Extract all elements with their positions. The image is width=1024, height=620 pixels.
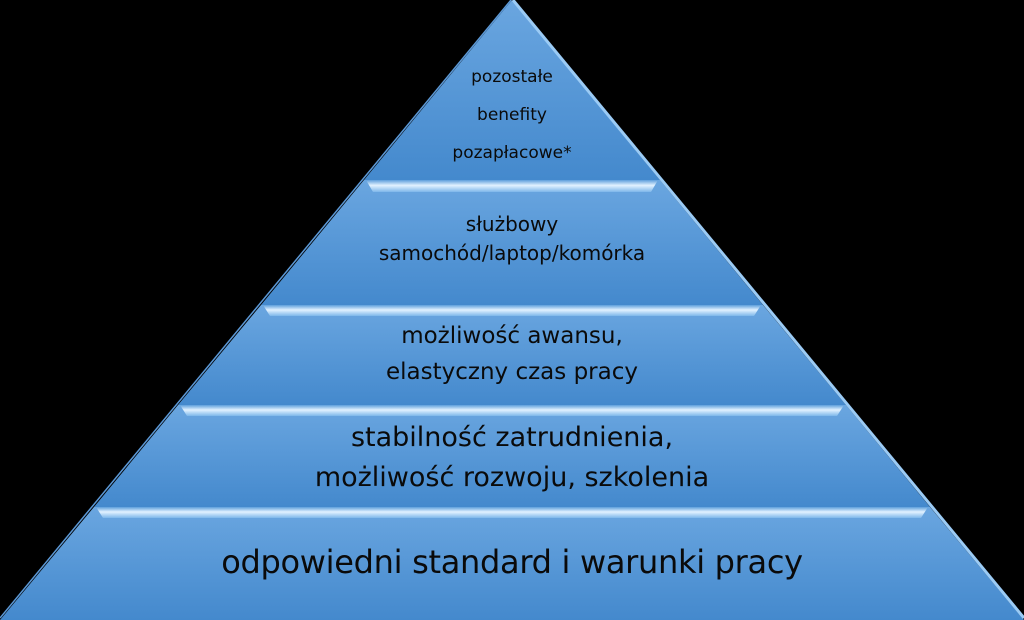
tier-4-line-1: służbowy (465, 212, 559, 236)
tier-1-line-1: odpowiedni standard i warunki pracy (221, 543, 803, 581)
tier-3-line-2: elastyczny czas pracy (386, 359, 638, 385)
pyramid-right-edge (511, 0, 1024, 619)
tier-3-line-1: możliwość awansu, (401, 323, 623, 349)
tier-5-line-2: benefity (477, 105, 547, 125)
pyramid-tier-1 (0, 507, 1024, 620)
tier-2-line-2: możliwość rozwoju, szkolenia (314, 462, 710, 493)
tier-3-label: możliwość awansu, elastyczny czas pracy (0, 318, 1024, 390)
tier-4-line-2: samochód/laptop/komórka (378, 241, 646, 265)
tier-2-label: stabilność zatrudnienia, możliwość rozwo… (0, 418, 1024, 498)
pyramid-tier-4 (261, 180, 763, 305)
tier-1-label: odpowiedni standard i warunki pracy (0, 537, 1024, 587)
pyramid-tier-2 (94, 405, 930, 507)
tier-divider-highlight (263, 305, 761, 316)
pyramid-tier-3 (178, 305, 846, 405)
pyramid-tier-5 (364, 0, 660, 180)
tier-divider-highlight (180, 405, 844, 416)
tier-divider-highlight (96, 507, 928, 518)
tier-4-label: służbowy samochód/laptop/komórka (0, 210, 1024, 268)
tier-5-label: pozostałe benefity pozapłacowe* (0, 58, 1024, 172)
tier-2-line-1: stabilność zatrudnienia, (350, 422, 674, 453)
tier-5-line-1: pozostałe (471, 67, 553, 87)
tier-5-line-3: pozapłacowe* (452, 143, 572, 163)
tier-divider-highlight (366, 180, 658, 192)
pyramid-left-edge (0, 0, 512, 619)
